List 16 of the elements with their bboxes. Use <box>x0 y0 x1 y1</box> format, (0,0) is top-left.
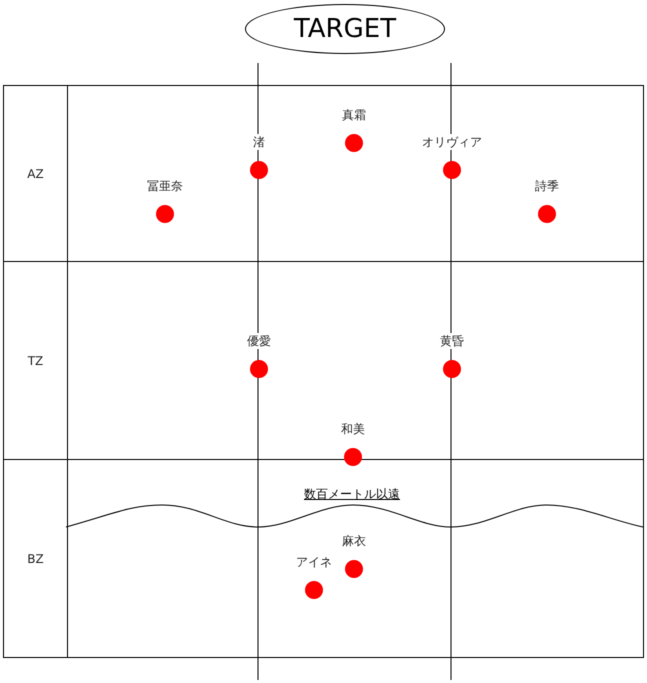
name-label: 優愛 <box>245 333 273 349</box>
name-label: 冨亜奈 <box>145 178 185 194</box>
name-label: 黄昏 <box>438 333 466 349</box>
zone-label: AZ <box>4 86 68 261</box>
name-label: 渚 <box>251 134 267 150</box>
name-label: 真霜 <box>340 107 368 123</box>
name-label: 詩季 <box>533 178 561 194</box>
name-label: オリヴィア <box>420 134 484 150</box>
name-label: 和美 <box>339 421 367 437</box>
zone-label: BZ <box>4 460 68 657</box>
zone-band <box>3 85 644 262</box>
target-ellipse: TARGET <box>245 4 445 54</box>
name-label: アイネ <box>294 554 334 570</box>
name-label: 麻衣 <box>340 533 368 549</box>
zone-label: TZ <box>4 262 68 459</box>
distance-note: 数百メートル以遠 <box>304 486 400 503</box>
